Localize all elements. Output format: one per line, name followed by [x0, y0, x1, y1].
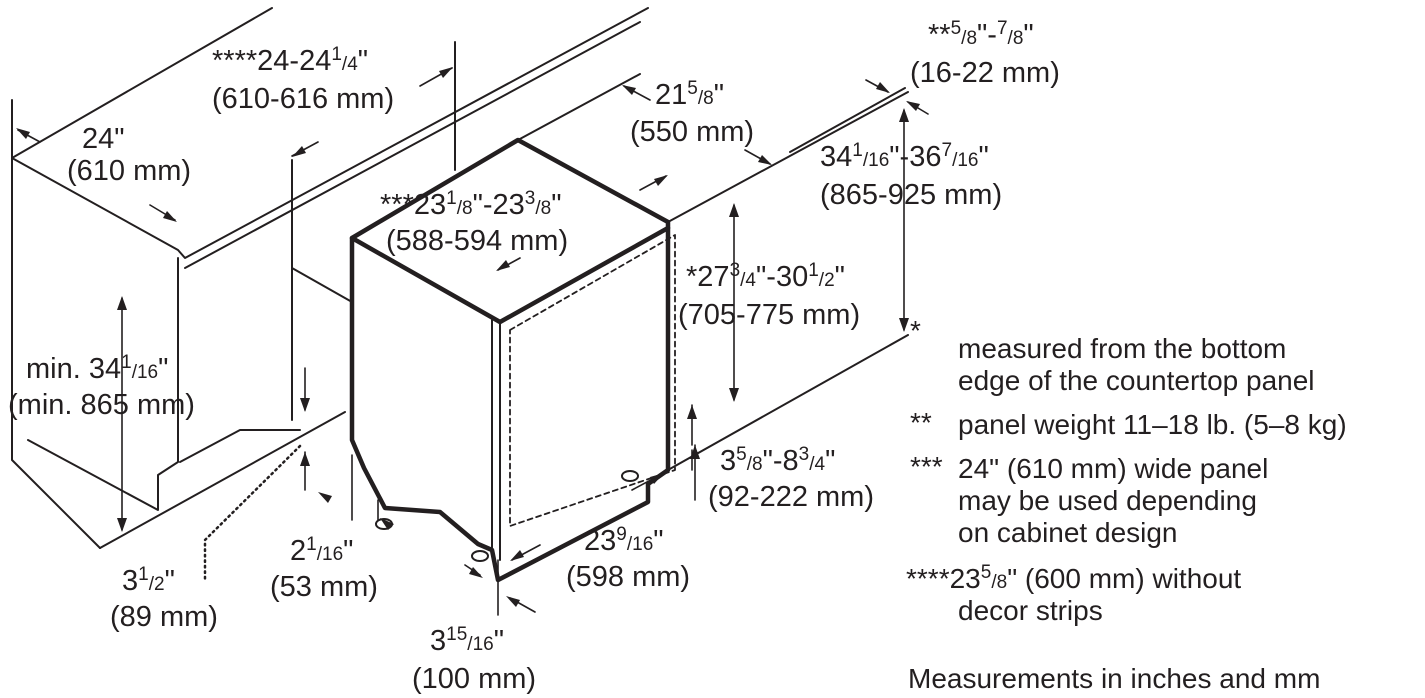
left-cabinet [11, 157, 101, 549]
dishwasher-body [349, 137, 671, 583]
plinth-depth-inch: 21/16" [290, 534, 353, 567]
note-3-mark: *** [910, 451, 943, 482]
panel-height-mm: (705-775 mm) [678, 299, 860, 331]
foot-depth-inch: 315/16" [430, 624, 504, 657]
cabinet-depth-inch: 24" [82, 123, 125, 155]
line-art [11, 7, 909, 584]
panel-thickness-inch: **5/8"-7/8" [928, 18, 1034, 51]
note-2-mark: ** [910, 407, 932, 438]
note-2-line1: panel weight 11–18 lb. (5–8 kg) [958, 409, 1347, 440]
countertop-back-edge [11, 7, 273, 159]
niche-height-inch: 341/16"-367/16" [820, 140, 989, 173]
panel-width-inch: ***231/8"-233/8" [380, 188, 562, 221]
min-height-inch: min. 341/16" [26, 352, 168, 385]
countertop-edge [11, 7, 649, 259]
toe-kick-mm: (92-222 mm) [708, 481, 874, 513]
appliance-width-mm: (598 mm) [566, 561, 690, 593]
appliance-width-inch: 239/16" [584, 524, 664, 557]
niche-height-mm: (865-925 mm) [820, 179, 1002, 211]
min-height-mm: (min. 865 mm) [8, 389, 195, 421]
appliance-depth-mm: (550 mm) [630, 116, 754, 148]
note-4-line2: decor strips [958, 595, 1103, 626]
note-1-line2: edge of the countertop panel [958, 365, 1315, 396]
plinth-offset-mm: (89 mm) [110, 601, 218, 633]
plinth-offset-inch: 31/2" [122, 564, 175, 597]
units-footer: Measurements in inches and mm [908, 663, 1320, 694]
note-4-line1: ****235/8" (600 mm) without [906, 562, 1241, 594]
foot-front [471, 550, 489, 562]
note-3-line2: may be used depending [958, 485, 1257, 516]
footnotes: * measured from the bottom edge of the c… [906, 315, 1347, 694]
note-3-line1: 24" (610 mm) wide panel [958, 453, 1268, 484]
note-1-line1: measured from the bottom [958, 333, 1286, 364]
foot-depth-mm: (100 mm) [412, 663, 536, 695]
panel-width-mm: (588-594 mm) [386, 225, 568, 257]
foot-right [621, 470, 639, 482]
decor-panel-outline [509, 234, 676, 527]
dimension-lines [16, 67, 929, 616]
panel-thickness-mm: (16-22 mm) [910, 57, 1060, 89]
toe-kick-inch: 35/8"-83/4" [720, 444, 835, 477]
note-1-mark: * [910, 315, 921, 346]
niche-width-mm: (610-616 mm) [212, 83, 394, 115]
cabinet-depth-mm: (610 mm) [67, 155, 191, 187]
plinth-dotted-line [203, 444, 302, 584]
dimension-labels: 24" (610 mm) ****24-241/4" (610-616 mm) … [8, 18, 1060, 695]
niche-width-inch: ****24-241/4" [212, 44, 368, 77]
note-3-line3: on cabinet design [958, 517, 1178, 548]
appliance-depth-inch: 215/8" [655, 78, 724, 111]
plinth-depth-mm: (53 mm) [270, 571, 378, 603]
panel-height-inch: *273/4"-301/2" [686, 260, 845, 293]
